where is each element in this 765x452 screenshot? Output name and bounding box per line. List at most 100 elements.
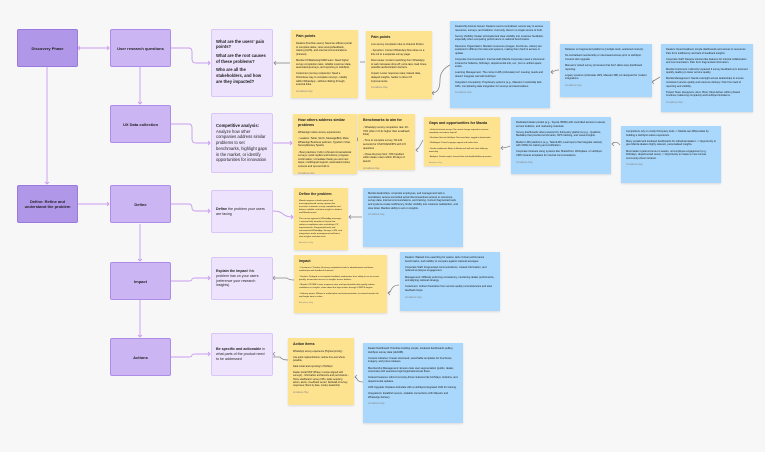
node-label: Impact <box>134 278 147 284</box>
sticky-text: Mazda dealerships, corporate employees, … <box>368 192 458 210</box>
sticky-text: Management: Difficulty enforcing consist… <box>405 275 495 283</box>
sticky-text: Impact: Lower response rates, biased dat… <box>371 72 421 83</box>
sticky-text: Learning Management: The current LMS (Ar… <box>455 71 543 78</box>
sticky-text: - Best practices: Fully in-thread conver… <box>298 150 352 169</box>
sticky-text: WhatsApp survey experience (Highest prio… <box>293 350 343 354</box>
sticky-text: Corporate Communication: Internal staff … <box>455 57 545 69</box>
sticky-text: Corporate Staff: Fragmented communicatio… <box>405 265 487 273</box>
sticky-text: Many portals lack localised dashboards f… <box>626 139 716 147</box>
sticky-impact[interactable]: Impact- Customers / Product: A survey co… <box>294 255 387 313</box>
sticky-text: Root cause: Context switching from Whats… <box>371 58 427 70</box>
question: What are the root causes of these proble… <box>216 52 266 64</box>
sticky-text: Competitors rely on costly third-party t… <box>626 130 709 137</box>
sticky-text: Dedicated dealer portals (e.g., Toyota, … <box>516 121 606 128</box>
competitive-analysis-desc[interactable]: Competitive analysis: Analyze how other … <box>211 113 273 173</box>
sticky-text: Use quick replies/buttons; reduce free-t… <box>293 355 345 363</box>
sticky-text: Mazda Management: Needs oversight across… <box>666 77 744 88</box>
define-phase-node[interactable]: Define: Refine and understand the proble… <box>17 185 78 223</box>
sticky-author: Annaliese Hay <box>293 390 309 394</box>
question: What are the users' pain points? <box>216 38 265 50</box>
sticky-text: - WhatsApp survey completion rate: 40-70… <box>363 126 410 137</box>
sticky-text: - Mazda CX/CRM: Lower response rates and… <box>299 284 375 290</box>
sticky-title: Gaps and opportunities for Mazda <box>429 121 488 125</box>
sticky-stakeholders[interactable]: Dealers: Need localised, simple dashboar… <box>661 44 753 112</box>
sticky-action-recommendations[interactable]: Dealer Dashboard: Prioritise building si… <box>363 343 463 423</box>
sticky-title: Pain points <box>296 34 316 38</box>
sticky-root-causes[interactable]: Reliance on fragmented platforms (multip… <box>560 44 652 97</box>
sticky-define-statement[interactable]: Mazda dealerships, corporate employees, … <box>363 188 463 247</box>
sticky-text: Manual or siloed survey processes that d… <box>565 63 643 71</box>
sticky-author: Annaliese Hay <box>298 171 315 174</box>
sticky-text: Content Libraries: Create structured, se… <box>368 356 453 364</box>
sticky-gaps-opportunities[interactable]: Gaps and opportunities for Mazda - Unifie… <box>424 117 500 166</box>
node-label: Discovery Phase <box>31 45 64 51</box>
actions-desc[interactable]: Be specific and actionable in what parts… <box>211 333 273 376</box>
sticky-text: Customers: Indirect frustration from ser… <box>405 285 493 292</box>
sticky-author: Annaliese Hay <box>368 213 385 217</box>
desc-text: in what parts of the product need to be … <box>216 347 265 361</box>
node-label: Define <box>134 201 147 207</box>
sticky-author: Annaliese Hay <box>299 302 314 305</box>
node-label: User research questions <box>117 45 164 51</box>
ux-data-node[interactable]: UX Data collection <box>110 105 171 143</box>
discovery-phase-node[interactable]: Discovery Phase <box>17 29 78 67</box>
sticky-author: Annaliese Hay <box>516 160 533 164</box>
sticky-text: Resource Organization: Mazda's resources… <box>455 44 542 55</box>
research-questions-desc[interactable]: What are the users' pain points? What ar… <box>211 29 273 97</box>
sticky-access-issues[interactable]: Dealership Access Issues: Dealers need a… <box>450 21 550 108</box>
node-label: UX Data collection <box>122 121 159 127</box>
research-questions-node[interactable]: User research questions <box>110 29 171 67</box>
sticky-competitor-portals[interactable]: Dedicated dealer portals (e.g., Toyota, … <box>511 117 611 174</box>
sticky-text: Mazda requires a dealer portal and messa… <box>299 200 343 215</box>
sticky-text: Dealer portal MVP (Phase 1 scope aligned… <box>293 370 349 388</box>
sticky-text: Mazda CX/Marketing/CRM team: Need higher… <box>296 59 352 70</box>
sticky-author: Annaliese Hay <box>363 166 380 170</box>
sticky-text: Dealers: Need localised, simple dashboar… <box>666 48 747 55</box>
sticky-text: - Unified in-thread surveys: No context … <box>429 129 489 134</box>
sticky-text: Legacy systems (Articulate LMS, Maestro … <box>565 73 647 81</box>
sticky-differentiators[interactable]: Competitors rely on costly third-party t… <box>621 126 721 183</box>
sticky-text: Dealers: Wasted time searching for asset… <box>405 256 485 263</box>
sticky-text: Corporate intranets using systems like S… <box>516 150 602 157</box>
sticky-text: - Real-time flow into HubSpot: Structure… <box>429 137 491 140</box>
question: Who are all the stakeholders, and how ar… <box>216 67 262 84</box>
sticky-title: Pain points <box>371 35 391 39</box>
sticky-text: Survey dashboards often powered by third… <box>516 130 602 138</box>
sticky-author: Annaliese Hay <box>565 83 582 87</box>
impact-desc[interactable]: Explain the impact this problem has on y… <box>211 257 273 300</box>
define-node[interactable]: Define <box>110 185 171 223</box>
sticky-text: Dealership Access Issues: Dealers need a… <box>455 25 544 32</box>
desc-bold: Define <box>216 206 227 211</box>
sticky-text: Dealers (frontline users): Need an effic… <box>296 42 352 56</box>
sticky-author: Annaliese Hay <box>429 161 442 164</box>
sticky-text: - Customers / Product: A survey completi… <box>299 267 374 273</box>
sticky-text: Dealer Dashboard: Prioritise building si… <box>368 347 453 354</box>
sticky-text: Project Team (designers, devs, BAs): Mus… <box>666 90 740 98</box>
impact-node[interactable]: Impact <box>110 262 171 300</box>
sticky-text: - Multilingual: Detect language support … <box>429 142 478 145</box>
sticky-title: How others address similar problems <box>298 118 345 128</box>
define-desc[interactable]: Define the problem your users are facing <box>211 190 273 233</box>
sticky-text: - Leaders: Twilio, Sinch, MessageBird, M… <box>298 137 351 148</box>
sticky-author: Annaliese Hay <box>626 163 643 167</box>
sticky-text: Most dealer systems focus on assets, not… <box>626 149 707 160</box>
sticky-text: - Analytics: Dealer insight, channel dat… <box>429 155 492 158</box>
desc-bold: Explain the impact <box>216 268 248 273</box>
actions-node[interactable]: Actions <box>110 338 171 376</box>
sticky-text: - Delivery teams: Without a unified plan… <box>299 293 379 299</box>
sticky-text: Membership Management: Ensure clear user… <box>368 366 454 374</box>
sticky-text: - Symptom: Current WhatsApp flow relies … <box>371 49 425 56</box>
sticky-benchmarks[interactable]: Benchmarks to aim for- WhatsApp survey c… <box>358 114 415 170</box>
sticky-text: Integrations: Establish secure, scalable… <box>368 392 449 399</box>
sticky-text: Customers (survey recipients): Need a fr… <box>296 72 348 87</box>
sticky-text: Data model and reporting in HubSpot <box>293 365 333 369</box>
sticky-text: - Close-the-loop SLA: 70% handled within… <box>363 152 405 164</box>
sticky-title: Define the problem <box>299 192 332 196</box>
node-label: Define: Refine and understand the proble… <box>24 199 71 209</box>
sticky-impact-stakeholders[interactable]: Dealers: Wasted time searching for asset… <box>400 252 500 311</box>
